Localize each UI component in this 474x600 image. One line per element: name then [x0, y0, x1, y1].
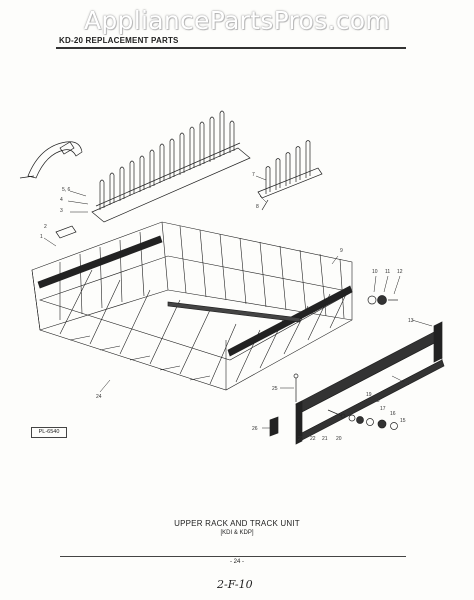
callout-17: 17 — [380, 406, 386, 412]
small-clip-part — [55, 225, 77, 239]
roller-parts — [293, 295, 398, 430]
callout-13: 13 — [408, 318, 414, 324]
cup-shelf-rack — [91, 110, 251, 223]
basket-left-rail — [37, 235, 163, 289]
callout-24: 24 — [96, 394, 102, 400]
handwritten-note: 2-F-10 — [217, 578, 253, 591]
callout-1: 1 — [40, 234, 43, 240]
upper-rack-basket — [31, 221, 353, 391]
rack-clip-bracket — [19, 141, 83, 179]
track-rail-assembly — [295, 321, 445, 445]
callout-16: 16 — [390, 411, 396, 417]
callout-22: 22 — [310, 436, 316, 442]
callout-19: 19 — [366, 392, 372, 398]
footer-divider — [60, 556, 406, 557]
figure-caption-subtitle: [KDI & KDP] — [220, 530, 254, 536]
callout-11: 11 — [385, 269, 390, 275]
callout-3: 3 — [60, 208, 63, 214]
callout-9: 9 — [340, 248, 343, 254]
callout-12: 12 — [397, 269, 403, 275]
figure-caption-title: UPPER RACK AND TRACK UNIT — [174, 519, 300, 528]
callout-23: 23 — [298, 436, 304, 442]
callout-21: 21 — [322, 436, 328, 442]
page-number: - 24 - — [229, 559, 244, 565]
callout-4: 4 — [60, 197, 63, 203]
callout-5-6: 5, 6 — [62, 187, 71, 193]
track-end-stop — [269, 416, 279, 437]
plate-code-box: PL-6540 — [31, 427, 67, 438]
watermark-text: AppliancePartsPros.com — [83, 6, 391, 35]
callout-2: 2 — [44, 224, 47, 230]
callout-15: 15 — [400, 418, 406, 424]
small-tine-rack — [257, 140, 323, 211]
callout-14: 14 — [404, 381, 410, 387]
basket-center-rail — [167, 301, 301, 323]
callout-26: 26 — [252, 426, 258, 432]
callout-20: 20 — [336, 436, 342, 442]
callout-10: 10 — [372, 269, 378, 275]
callout-25: 25 — [272, 386, 278, 392]
header-divider — [56, 47, 406, 49]
callout-18: 18 — [374, 398, 380, 404]
callout-8: 8 — [256, 204, 259, 210]
callout-7: 7 — [252, 172, 255, 178]
page-header-title: KD-20 REPLACEMENT PARTS — [59, 36, 179, 45]
